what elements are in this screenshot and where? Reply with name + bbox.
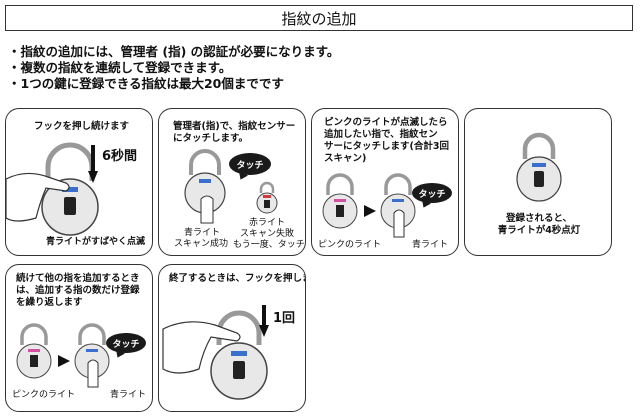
step2-success-line2: スキャン成功 [173, 239, 228, 249]
page-title: 指紋の追加 [5, 5, 633, 31]
step5-card: 続けて他の指を追加するとき は、追加する指の数だけ登録 を繰り返します タッチ … [5, 264, 153, 412]
step5-line3: を繰り返します [16, 297, 83, 308]
lock-sequence-illustration [322, 173, 416, 238]
step5-right-caption: 青ライト [110, 390, 147, 400]
step3-line4: スキャン) [324, 153, 367, 164]
step3-right-caption: 青ライト [412, 240, 449, 250]
step2-fail-line3: もう一度、タッチ [233, 240, 305, 250]
title-text: 指紋の追加 [281, 9, 357, 28]
note-item: ・指紋の追加には、管理者 (指) の認証が必要になります。 [8, 44, 340, 59]
step2-success-line1: 青ライト [183, 228, 220, 238]
step4-line1: 登録されると、 [505, 213, 573, 224]
step2-heading-line1: 管理者(指)で、指紋センサー [173, 121, 296, 132]
step2-fail-line1: 赤ライト [248, 218, 285, 228]
notes-list: ・指紋の追加には、管理者 (指) の認証が必要になります。 ・複数の指紋を連続し… [8, 44, 628, 92]
step2-heading-line2: にタッチします。 [173, 133, 249, 144]
step5-left-caption: ピンクのライト [12, 390, 76, 400]
step2-card: 管理者(指)で、指紋センサー にタッチします。 タッチ 青ライト スキャン成功 … [158, 108, 306, 256]
lock-finger-illustration [184, 149, 226, 224]
touch-bubble: タッチ [412, 183, 452, 203]
step6-heading: 終了するときは、フックを押します [169, 273, 306, 284]
note-item: ・複数の指紋を連続して登録できます。 [8, 60, 232, 75]
step1-heading: フックを押し続けます [34, 121, 130, 132]
lock-icon [516, 132, 562, 202]
press-hook-illustration [162, 310, 268, 400]
down-arrow-icon [88, 145, 98, 183]
step6-card: 終了するときは、フックを押します 1回 [158, 264, 306, 412]
step3-card: ピンクのライトが点滅したら 追加したい指で、指紋セン サーにタッチします(合計3… [311, 108, 459, 256]
step3-line1: ピンクのライトが点滅したら [324, 117, 448, 128]
down-arrow-icon [259, 305, 269, 337]
lock-sequence-illustration [16, 323, 110, 388]
touch-bubble: タッチ [106, 333, 146, 353]
small-lock-icon [256, 181, 278, 214]
step1-duration: 6秒間 [102, 149, 138, 164]
note-item: ・1つの鍵に登録できる指紋は最大20個までです [8, 76, 284, 91]
step3-left-caption: ピンクのライト [318, 240, 382, 250]
touch-bubble: タッチ [229, 153, 271, 175]
step6-count: 1回 [273, 311, 296, 326]
step3-line3: サーにタッチします(合計3回 [324, 141, 449, 152]
step5-line1: 続けて他の指を追加するとき [16, 273, 140, 284]
step4-card: 登録されると、 青ライトが4秒点灯 [464, 108, 612, 256]
step2-fail-line2: スキャン失敗 [239, 229, 294, 239]
step5-line2: は、追加する指の数だけ登録 [16, 285, 140, 296]
step1-card: フックを押し続けます 6秒間 青ライトがすばやく点滅 [5, 108, 153, 256]
step1-caption: 青ライトがすばやく点滅 [46, 237, 146, 247]
lock-with-hand-illustration [6, 142, 99, 236]
step3-line2: 追加したい指で、指紋セン [324, 129, 438, 140]
step4-line2: 青ライトが4秒点灯 [497, 225, 581, 236]
